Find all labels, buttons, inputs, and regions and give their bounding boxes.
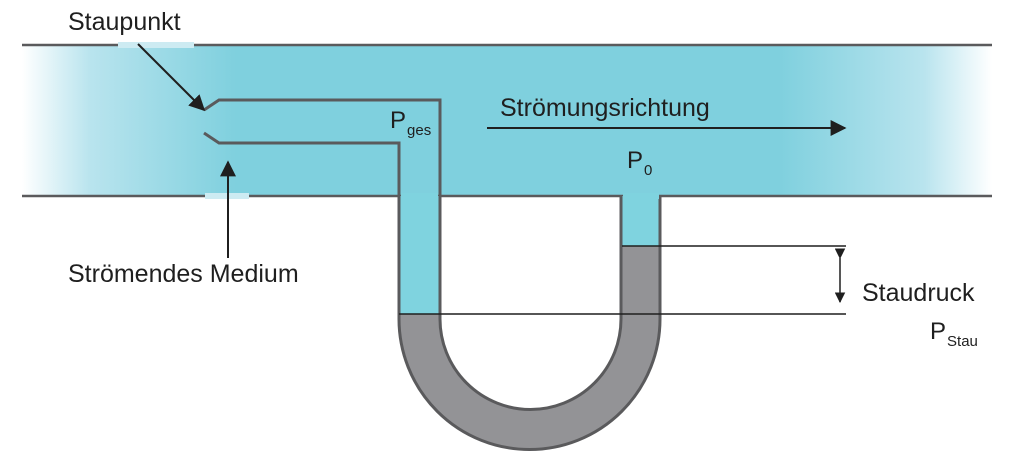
static-port-opening [623,193,659,199]
flowing-medium-fill [22,45,992,196]
top-wall-gap [118,42,194,48]
p-total-sub: ges [407,122,431,139]
p-dynamic-symbol: PStau [930,318,978,350]
left-column-fluid [399,196,439,314]
stagnation-point-arrow [137,43,206,112]
p-dynamic-sub: Stau [947,333,978,350]
flow-direction-label: Strömungsrichtung [500,94,710,122]
p-static-main: P [627,147,643,174]
stagnation-point-label: Staupunkt [68,8,181,36]
flowing-medium-label: Strömendes Medium [68,260,299,288]
u-tube-outer-wall [397,196,662,451]
p-static-sub: 0 [644,162,652,179]
pitot-tube-outer-wall [203,98,442,196]
pitot-tube-inner-wall [203,131,401,196]
p-total-main: P [390,107,406,134]
right-column-fluid [622,196,660,246]
total-port-opening [401,193,438,199]
u-tube-inner-wall [438,196,623,411]
p-static-symbol: P0 [627,147,652,179]
manometer-liquid [399,246,660,450]
dynamic-pressure-label: Staudruck [862,279,975,307]
p-total-symbol: Pges [390,107,431,139]
p-dynamic-main: P [930,318,946,345]
